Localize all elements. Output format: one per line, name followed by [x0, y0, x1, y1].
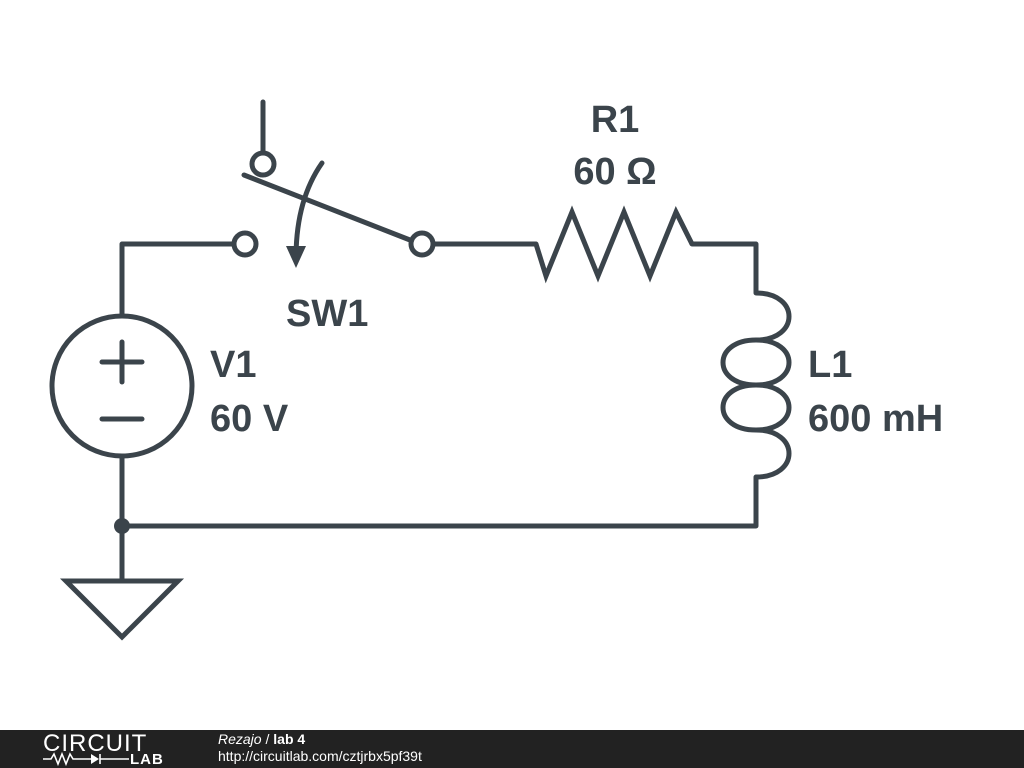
author-link[interactable]: Rezajo [218, 731, 262, 747]
switch-right-terminal [408, 230, 436, 258]
resistor-r1: R1 60 Ω [533, 99, 695, 284]
circuit-schematic: SW1 R1 60 Ω L1 600 mH V1 60 V [49, 99, 943, 641]
wires [114, 241, 759, 583]
resistor-value: 60 Ω [573, 151, 656, 193]
circuit-url-link[interactable]: http://circuitlab.com/cztjrbx5pf39t [218, 748, 422, 764]
circuit-title[interactable]: lab 4 [273, 731, 306, 747]
circuitlab-logo[interactable]: CIRCUIT LAB [40, 730, 180, 768]
logo-wordmark-top: CIRCUIT [43, 730, 148, 757]
switch-left-terminal [231, 230, 259, 258]
logo-wordmark-bottom: LAB [130, 751, 164, 768]
source-value: 60 V [210, 398, 289, 440]
source-circle [49, 313, 195, 459]
wire-resistor-inductor [689, 241, 759, 296]
logo-resistor-diode-icon [43, 752, 129, 766]
inductor-l1: L1 600 mH [720, 290, 943, 480]
switch-label: SW1 [286, 293, 368, 335]
source-label: V1 [210, 344, 256, 386]
footer-bar: CIRCUIT LAB Rezajo / lab 4 http://circui… [0, 730, 1024, 768]
junction-node [114, 518, 130, 534]
resistor-zigzag [533, 205, 695, 284]
wire-top-left [119, 241, 236, 319]
circuit-credit: Rezajo / lab 4 http://circuitlab.com/czt… [218, 731, 422, 765]
wire-bottom-return [119, 474, 759, 529]
ground-symbol [59, 578, 185, 641]
inductor-value: 600 mH [808, 398, 943, 440]
switch-arrow-head [286, 246, 306, 268]
credit-separator: / [261, 731, 274, 747]
inductor-coil [720, 290, 792, 480]
resistor-label: R1 [591, 99, 640, 141]
switch-blade [241, 172, 413, 243]
switch-action-arrow [293, 160, 325, 261]
inductor-label: L1 [808, 344, 852, 386]
switch-top-terminal [249, 150, 277, 178]
voltage-source-v1: V1 60 V [49, 313, 289, 459]
switch-sw1: SW1 [231, 99, 436, 335]
